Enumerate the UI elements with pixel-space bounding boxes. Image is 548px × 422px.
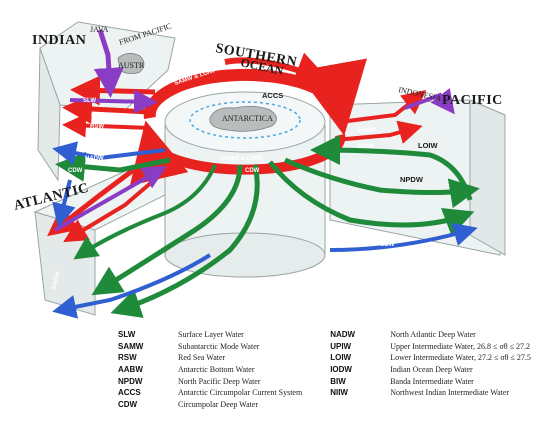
legend-entry: NPDW North Pacific Deep Water (118, 375, 302, 387)
legend-description: North Pacific Deep Water (178, 376, 261, 386)
flow-label-cdw-center: CDW (245, 168, 260, 174)
legend-description: Upper Intermediate Water, 26.8 ≤ σθ ≤ 27… (390, 341, 530, 351)
flow-label-cdw-right: CDW (380, 242, 395, 248)
legend-entry: RSW Red Sea Water (118, 352, 302, 364)
legend-entry: IODW Indian Ocean Deep Water (330, 364, 531, 376)
legend-description: Lower Intermediate Water, 27.2 ≤ σθ ≤ 27… (390, 353, 531, 363)
region-label-accs: ACCS (262, 91, 283, 100)
legend-entry: LOIW Lower Intermediate Water, 27.2 ≤ σθ … (330, 352, 531, 364)
legend-abbreviation: ACCS (118, 388, 141, 398)
blue-bottom-flows (52, 141, 478, 319)
legend-entry: NADW North Atlantic Deep Water (330, 329, 531, 341)
legend-entry: UPIW Upper Intermediate Water, 26.8 ≤ σθ … (330, 341, 531, 353)
legend-abbreviation: UPIW (330, 341, 352, 351)
region-label-pacific: PACIFIC (442, 93, 503, 108)
flow-label-samw-right: SAMW (357, 128, 376, 134)
region-label-indian: INDIAN (32, 33, 86, 48)
flow-label-loiw: LOIW (418, 141, 438, 150)
legend-description: Antarctic Circumpolar Current System (178, 388, 303, 398)
legend-description: Subantarctic Mode Water (178, 341, 260, 351)
legend-abbreviation: NIIW (330, 388, 348, 398)
legend-abbreviation: CDW (118, 399, 138, 409)
legend-abbreviation: SAMW (118, 341, 144, 351)
legend-entry: CDW Circumpolar Deep Water (118, 399, 302, 411)
flow-label-aabw: AABW (148, 260, 168, 273)
legend-abbreviation: AABW (118, 365, 143, 375)
australia-landmass (117, 53, 145, 74)
ocean-circulation-diagram: INDIAN JAVA FROM PACIFIC AUSTR SOUTHERN … (12, 21, 506, 319)
legend-entry: BIW Banda Intermediate Water (330, 375, 531, 387)
antarctica-landmass (209, 106, 277, 132)
legend-description: Banda Intermediate Water (390, 376, 474, 386)
legend-description: North Atlantic Deep Water (390, 330, 476, 340)
legend-entry: SLW Surface Layer Water (118, 329, 302, 341)
legend-abbreviation: SLW (118, 330, 136, 340)
region-label-java: JAVA (90, 25, 109, 34)
legend-abbreviation: LOIW (330, 353, 352, 363)
flow-label-nadw-left: NADW (85, 156, 104, 162)
legend-entry: ACCS Antarctic Circumpolar Current System (118, 387, 302, 399)
flow-label-cdw-left: CDW (68, 168, 83, 174)
region-label-austr: AUSTR (118, 61, 145, 70)
legend-description: Indian Ocean Deep Water (390, 365, 473, 375)
flow-label-rsw: RSW (90, 124, 104, 130)
legend-abbreviation: NPDW (118, 376, 143, 386)
flow-label-slw: SLW (83, 98, 96, 104)
legend-description: Surface Layer Water (178, 330, 244, 340)
region-label-antarctica: ANTARCTICA (222, 114, 273, 123)
legend-description: Northwest Indian Intermediate Water (390, 388, 510, 398)
green-deep-flows (55, 135, 480, 318)
legend-abbreviation: IODW (330, 365, 352, 375)
legend-entry: SAMW Subantarctic Mode Water (118, 341, 302, 353)
flow-label-nadw-bottom: NADW (51, 271, 62, 291)
legend-description: Red Sea Water (178, 353, 226, 363)
legend-abbreviation: RSW (118, 353, 137, 363)
flow-label-npdw: NPDW (400, 175, 424, 184)
legend-abbreviation: BIW (330, 376, 346, 386)
flow-label-upiw: UPIW (358, 144, 374, 150)
legend-description: Antarctic Bottom Water (178, 365, 255, 375)
legend-entry: NIIW Northwest Indian Intermediate Water (330, 387, 531, 399)
flow-label-samw-loiw-bottom: SAMW & LOIW (220, 156, 263, 162)
legend-entry: AABW Antarctic Bottom Water (118, 364, 302, 376)
legend-abbreviation: NADW (330, 330, 356, 340)
legend-description: Circumpolar Deep Water (178, 399, 259, 409)
